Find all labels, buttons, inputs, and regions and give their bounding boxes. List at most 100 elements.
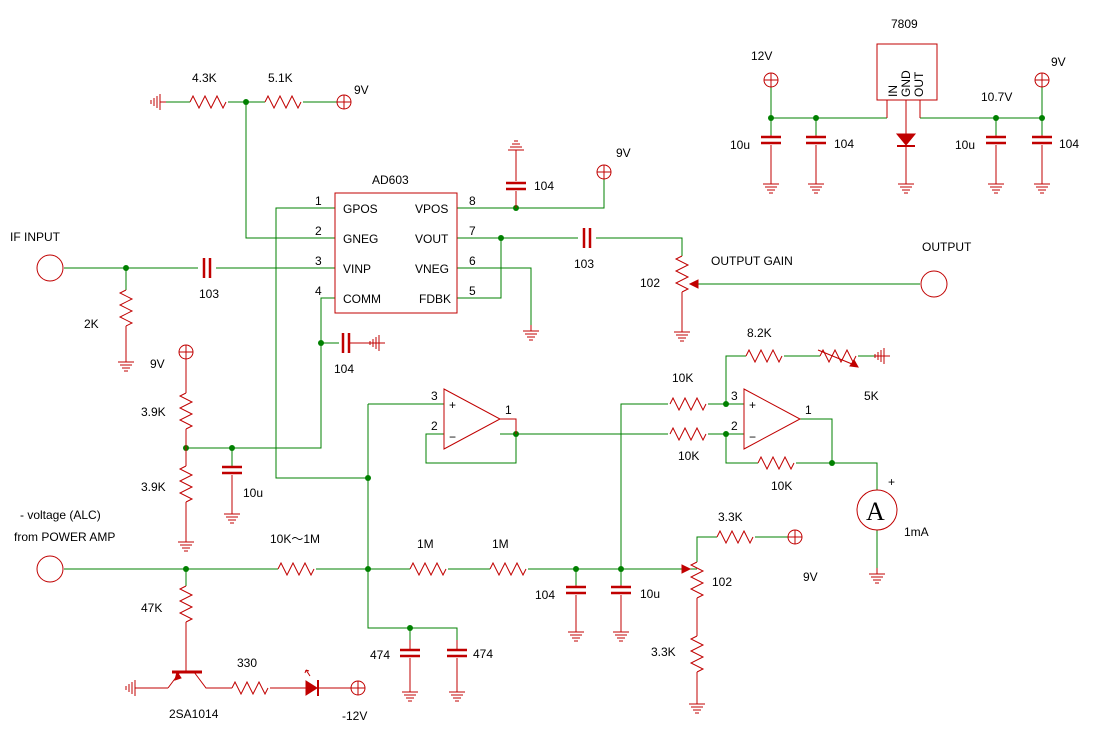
output-gain-label: OUTPUT GAIN — [711, 254, 793, 268]
ic-name: AD603 — [372, 173, 409, 187]
svg-text:−: − — [749, 430, 756, 444]
ic-pin1-num: 1 — [315, 194, 322, 208]
supply-neg-12v: -12V — [342, 709, 367, 723]
ic-pin8-num: 8 — [469, 194, 476, 208]
resistor-330-label: 330 — [237, 656, 257, 670]
ic-pin4-name: COMM — [343, 292, 381, 306]
capacitor-103-out-label: 103 — [574, 257, 594, 271]
capacitor-10u-reg-out-label: 10u — [955, 138, 975, 152]
supply-terminal-icon — [178, 344, 194, 360]
ground-icon — [401, 685, 419, 702]
supply-terminal-icon — [1034, 72, 1050, 88]
resistor-47k-label: 47K — [141, 601, 162, 615]
potentiometer-102-output-label: 102 — [640, 276, 660, 290]
capacitor-104-reg-in-label: 104 — [834, 137, 854, 151]
capacitor-10u-reg-out — [986, 135, 1006, 145]
supply-9v-top: 9V — [354, 83, 369, 97]
capacitor-10u-reg-in-label: 10u — [730, 138, 750, 152]
ic-pin2-num: 2 — [315, 224, 322, 238]
ic-pin1-name: GPOS — [343, 202, 378, 216]
ground-icon — [150, 93, 167, 111]
supply-12v: 12V — [751, 49, 772, 63]
ground-icon — [448, 685, 466, 702]
ground-icon — [507, 140, 525, 157]
resistor-10k-a-label: 10K — [672, 371, 693, 385]
resistor-1m-b-label: 1M — [492, 537, 509, 551]
ammeter-plus: + — [888, 475, 895, 489]
opamp-1-pin1: 1 — [505, 403, 512, 417]
svg-text:+: + — [749, 398, 756, 412]
opamp-1-pin3: 3 — [431, 389, 438, 403]
potentiometer-102-output — [675, 255, 689, 293]
supply-terminal-icon — [787, 529, 803, 545]
capacitor-10u-reg-in — [761, 135, 781, 145]
capacitor-104-filter — [566, 585, 586, 595]
supply-9v-offset: 9V — [803, 570, 818, 584]
ammeter-symbol: A — [866, 497, 885, 526]
supply-9v-reg: 9V — [1051, 55, 1066, 69]
junctions — [123, 99, 1045, 631]
ic-pin8-name: VPOS — [415, 202, 448, 216]
potentiometer-102-offset — [690, 561, 704, 599]
ground-icon — [125, 679, 142, 697]
ground-icon — [897, 177, 915, 194]
if-input-label: IF INPUT — [10, 230, 61, 244]
resistor-3-9k-bottom — [179, 465, 193, 503]
resistor-47k — [179, 585, 193, 623]
capacitor-474-b — [447, 648, 467, 658]
supply-terminal-icon — [350, 680, 366, 696]
resistor-3-3k-bottom-label: 3.3K — [651, 645, 676, 659]
resistor-10k-b — [669, 427, 707, 441]
opamp-1-pin2: 2 — [431, 419, 438, 433]
transistor-name: 2SA1014 — [169, 707, 219, 721]
alc-input-connector-icon — [36, 555, 64, 583]
capacitor-474-b-label: 474 — [473, 647, 493, 661]
ground-icon — [688, 697, 706, 714]
opamp-2-pin3: 3 — [731, 389, 738, 403]
ground-icon — [987, 177, 1005, 194]
capacitor-104-vpos — [506, 181, 526, 191]
regulator-7809: 7809 IN GND OUT — [876, 17, 938, 134]
supply-terminal-icon — [596, 164, 612, 180]
diode-icon — [895, 133, 917, 147]
resistor-330 — [231, 681, 269, 695]
if-input-connector-icon — [36, 254, 64, 282]
supply-terminal-icon — [336, 94, 352, 110]
ground-icon — [1033, 177, 1051, 194]
resistor-2k — [119, 289, 133, 327]
ic-pin7-name: VOUT — [415, 232, 449, 246]
output-label: OUTPUT — [922, 240, 972, 254]
ground-icon — [673, 325, 691, 342]
capacitor-104-comm-label: 104 — [334, 362, 354, 376]
ground-icon — [762, 177, 780, 194]
opamp-2-pin1: 1 — [805, 403, 812, 417]
resistor-5-1k — [264, 95, 302, 109]
resistor-8-2k — [745, 349, 783, 363]
svg-text:−: − — [449, 430, 456, 444]
opamp-2-pin2: 2 — [731, 419, 738, 433]
potentiometer-5k — [817, 349, 859, 368]
capacitor-474-a-label: 474 — [370, 648, 390, 662]
ammeter: A + 1mA — [856, 475, 929, 539]
ad603-ic: AD603 1 GPOS 2 GNEG 3 VINP 4 COMM 8 VPOS… — [315, 173, 476, 314]
ground-icon — [868, 567, 886, 584]
ic-pin3-name: VINP — [343, 262, 371, 276]
alc-label-line2: from POWER AMP — [14, 530, 115, 544]
ground-icon — [177, 535, 195, 552]
ic-pin6-name: VNEG — [415, 262, 449, 276]
capacitor-104-vpos-label: 104 — [534, 179, 554, 193]
resistor-10k-feedback — [757, 456, 795, 470]
ground-icon — [223, 507, 241, 524]
capacitor-104-reg-in — [806, 135, 826, 145]
supply-10-7v: 10.7V — [981, 90, 1012, 104]
resistor-10k-b-label: 10K — [678, 449, 699, 463]
opamp-1: +− 3 2 1 — [431, 388, 517, 450]
resistor-5-1k-label: 5.1K — [268, 71, 293, 85]
regulator-pin-in: IN — [886, 85, 900, 97]
capacitor-10u-filter — [611, 585, 631, 595]
ic-pin2-name: GNEG — [343, 232, 378, 246]
regulator-name: 7809 — [891, 17, 918, 31]
resistor-2k-label: 2K — [84, 317, 99, 331]
led-icon — [270, 669, 351, 696]
resistor-10k-a — [669, 397, 707, 411]
